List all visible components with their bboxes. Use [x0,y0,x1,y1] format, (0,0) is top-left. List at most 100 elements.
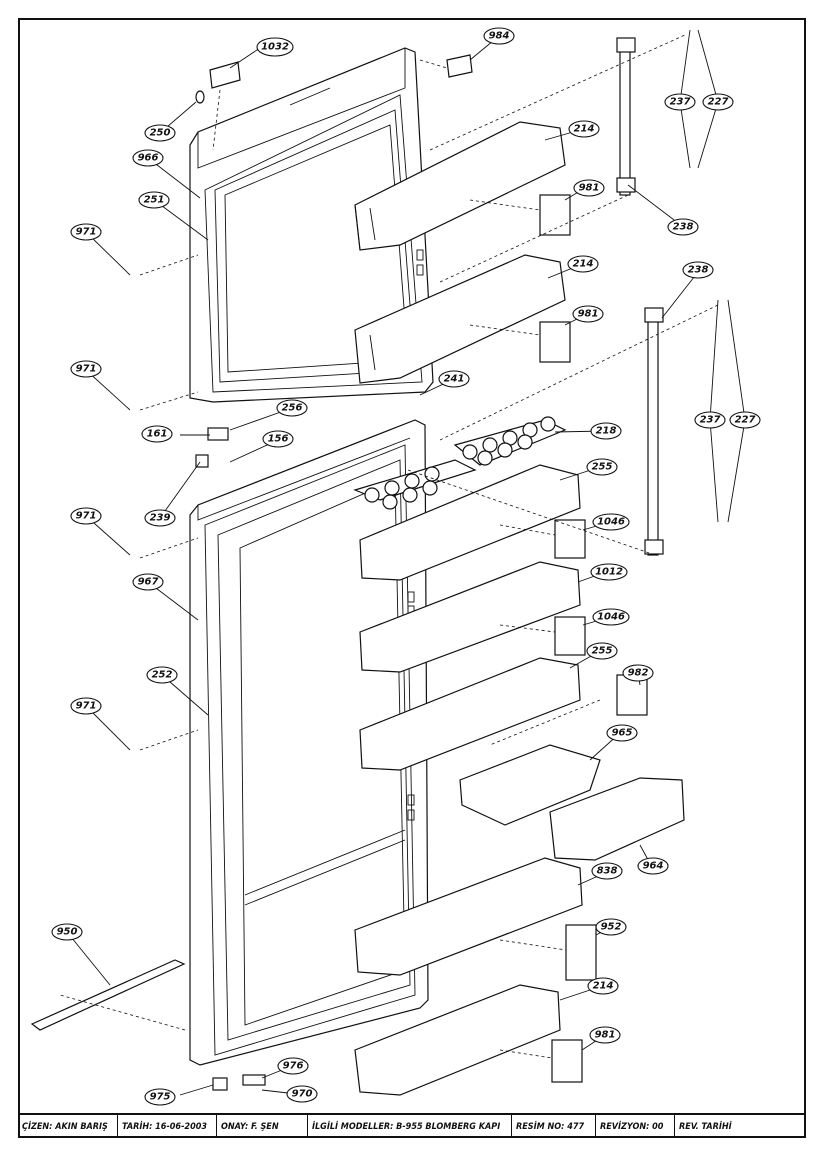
clip-1046-upper [554,519,586,559]
egg-trays [353,416,567,510]
callout-1046-a: 1046 [592,513,630,531]
date: TARİH: 16-06-2003 [118,1115,217,1138]
callout-965-label: 965 [612,728,633,739]
callout-1046-a-label: 1046 [597,517,625,528]
callout-214-c-label: 214 [593,981,614,992]
freezer-door [189,47,434,403]
callout-214-b: 214 [567,255,599,273]
callout-161-label: 161 [147,429,168,440]
door-shelf-2 [359,561,581,673]
clip-981-mid [539,321,571,363]
callout-241: 241 [438,370,470,388]
callout-838-label: 838 [597,866,618,877]
gasket-strip [30,959,186,1031]
callout-239: 239 [144,509,176,527]
callout-227-b: 227 [729,411,761,429]
hinge-975 [212,1077,228,1091]
clip-981-upper [539,194,571,236]
clip-952 [565,924,597,981]
callout-982: 982 [622,664,654,682]
callout-981-a-label: 981 [579,183,600,194]
callout-238-b: 238 [682,261,714,279]
fridge-door [189,419,429,1066]
callout-984-label: 984 [489,31,510,42]
callout-981-b-label: 981 [578,309,599,320]
pin-250 [195,90,205,104]
callout-952: 952 [595,918,627,936]
handle-lower [644,307,664,556]
callout-967-label: 967 [138,577,159,588]
door-shelf-1 [359,464,581,581]
clip-982 [616,674,648,716]
callout-981-c: 981 [589,1026,621,1044]
callout-252: 252 [146,666,178,684]
callout-1012-label: 1012 [595,567,623,578]
callout-966: 966 [132,149,164,167]
clip-1046-lower [554,616,586,656]
hinge-256 [207,427,229,441]
callout-982-label: 982 [628,668,649,679]
hinge-976 [242,1074,266,1086]
callout-214-a-label: 214 [574,124,595,135]
callout-227-b-label: 227 [735,415,756,426]
callout-238-b-label: 238 [688,265,709,276]
callout-964-label: 964 [643,861,664,872]
callout-970: 970 [286,1085,318,1103]
callout-238-a-label: 238 [673,222,694,233]
callout-252-label: 252 [152,670,173,681]
callout-227-a-label: 227 [708,97,729,108]
revision: REVİZYON: 00 [596,1115,675,1138]
assembly-lines [59,34,719,1059]
bottle-holder [459,744,601,826]
callout-981-c-label: 981 [595,1030,616,1041]
approved-by: ONAY: F. ŞEN [217,1115,308,1138]
freezer-shelf-upper [354,121,566,251]
title-block: ÇİZEN: AKIN BARIŞ TARİH: 16-06-2003 ONAY… [18,1113,806,1138]
callout-156: 156 [262,430,294,448]
callout-976-label: 976 [283,1061,304,1072]
drawing-border [18,18,806,1138]
callout-214-a: 214 [568,120,600,138]
callout-218-label: 218 [596,426,617,437]
cap-984 [446,54,473,78]
callout-237-b: 237 [694,411,726,429]
callout-975: 975 [144,1088,176,1106]
related-models: İLGİLİ MODELLER: B-955 BLOMBERG KAPI [308,1115,512,1138]
callout-237-a-label: 237 [670,97,691,108]
revision-date: REV. TARİHİ [679,1121,732,1132]
callout-1012: 1012 [590,563,628,581]
callout-227-a: 227 [702,93,734,111]
callout-237-a: 237 [664,93,696,111]
callout-250-label: 250 [150,128,171,139]
callout-250: 250 [144,124,176,142]
callout-981-a: 981 [573,179,605,197]
callout-950: 950 [51,923,83,941]
freezer-shelf-lower [354,254,566,384]
callout-984: 984 [483,27,515,45]
callout-976: 976 [277,1057,309,1075]
callout-964: 964 [637,857,669,875]
callout-239-label: 239 [150,513,171,524]
callout-971-c: 971 [70,507,102,525]
drawing-number: RESİM NO: 477 [512,1115,596,1138]
dairy-box [549,777,685,861]
callout-241-label: 241 [444,374,465,385]
callout-952-label: 952 [601,922,622,933]
callout-255-a-label: 255 [592,462,613,473]
callout-971-a-label: 971 [76,227,97,238]
callout-256-label: 256 [282,403,303,414]
callout-251: 251 [138,191,170,209]
callout-255-b-label: 255 [592,646,613,657]
callout-1046-b: 1046 [592,608,630,626]
callout-970-label: 970 [292,1089,313,1100]
callout-971-b-label: 971 [76,364,97,375]
callout-237-b-label: 237 [700,415,721,426]
bottom-shelf [354,984,561,1096]
clip-981-lower [551,1039,583,1083]
drawn-by: ÇİZEN: AKIN BARIŞ [18,1115,118,1138]
callout-1046-b-label: 1046 [597,612,625,623]
door-shelf-3 [359,657,581,771]
callout-255-a: 255 [586,458,618,476]
callout-214-b-label: 214 [573,259,594,270]
callout-256: 256 [276,399,308,417]
